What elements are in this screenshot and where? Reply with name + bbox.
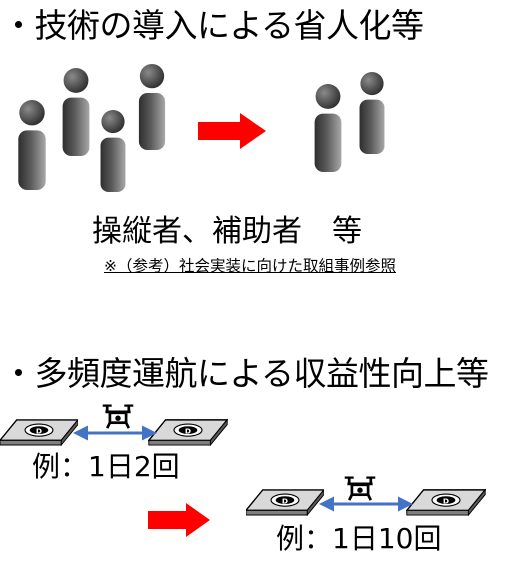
person-icon	[312, 84, 344, 172]
person-icon	[98, 110, 128, 192]
red-arrow-icon	[148, 503, 210, 537]
route-double-arrow-icon	[73, 425, 157, 441]
example-after-label: 例：1日10回	[276, 522, 442, 555]
person-icon	[16, 100, 48, 190]
route-double-arrow-icon	[319, 496, 413, 512]
person-icon	[136, 64, 168, 150]
section1-heading: ・技術の導入による省人化等	[2, 6, 424, 45]
landing-pad-icon	[148, 418, 228, 446]
landing-pad-icon	[246, 488, 324, 516]
section2-heading: ・多頻度運航による収益性向上等	[2, 354, 489, 393]
landing-pad-icon	[0, 418, 78, 446]
reference-note-link[interactable]: ※（参考）社会実装に向けた取組事例参照	[104, 257, 396, 275]
example-before-label: 例：1日2回	[32, 450, 180, 483]
person-icon	[356, 72, 388, 154]
landing-pad-icon	[406, 488, 486, 516]
people-group-before	[16, 64, 176, 192]
red-arrow-icon	[198, 113, 266, 149]
person-icon	[60, 68, 92, 156]
people-group-after	[312, 72, 402, 172]
drone-icon	[100, 402, 136, 429]
roles-label: 操縦者、補助者 等	[92, 214, 362, 249]
